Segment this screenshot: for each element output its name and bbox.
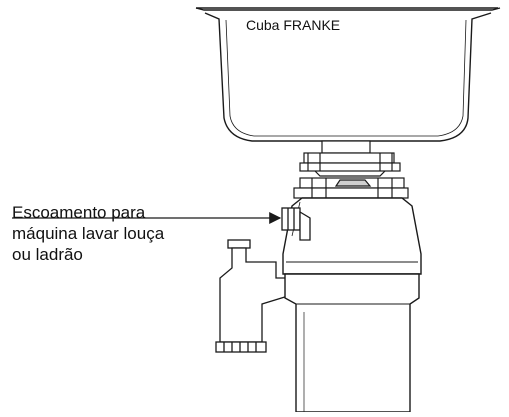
callout-text: Escoamento para máquina lavar louça ou l… [12, 202, 164, 265]
callout-line-2: máquina lavar louça [12, 224, 165, 243]
sink-bowl [195, 7, 501, 142]
callout-line-1: Escoamento para [12, 203, 146, 222]
drain-elbow-pipe [215, 239, 289, 353]
disposer-lower-body [284, 273, 420, 413]
dishwasher-inlet [281, 207, 311, 241]
callout-line-3: ou ladrão [12, 245, 83, 264]
mounting-ring [293, 177, 409, 199]
sink-label: Cuba FRANKE [246, 17, 341, 33]
sink-flange [299, 140, 401, 177]
